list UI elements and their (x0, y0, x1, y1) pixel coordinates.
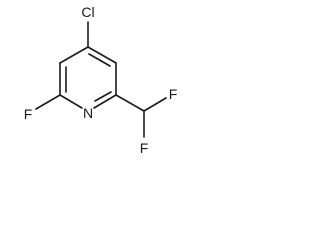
bond-n-c6 (93, 94, 117, 109)
structure-canvas: Cl F N F F (0, 0, 188, 178)
bond-c4-c5 (87, 46, 117, 64)
atom-label-n: N (83, 105, 93, 121)
atom-label-f-lower: F (140, 140, 149, 156)
chemical-structure: Cl F N F F (24, 4, 178, 156)
atom-label-group: Cl F N F F (24, 4, 178, 156)
bond-c4-c3 (59, 46, 89, 64)
bond-c2-n (59, 94, 83, 109)
bond-n-c6-inner (94, 91, 112, 102)
bond-c6-cf (115, 94, 145, 112)
bond-c4-c5-inner (88, 53, 111, 67)
bond-c2-f (35, 94, 61, 110)
atom-label-f-upper: F (169, 86, 178, 102)
bond-group (35, 21, 167, 138)
bond-cf-f-upper (143, 97, 167, 112)
atom-label-cl: Cl (81, 4, 94, 20)
atom-label-f-ring: F (24, 106, 33, 122)
